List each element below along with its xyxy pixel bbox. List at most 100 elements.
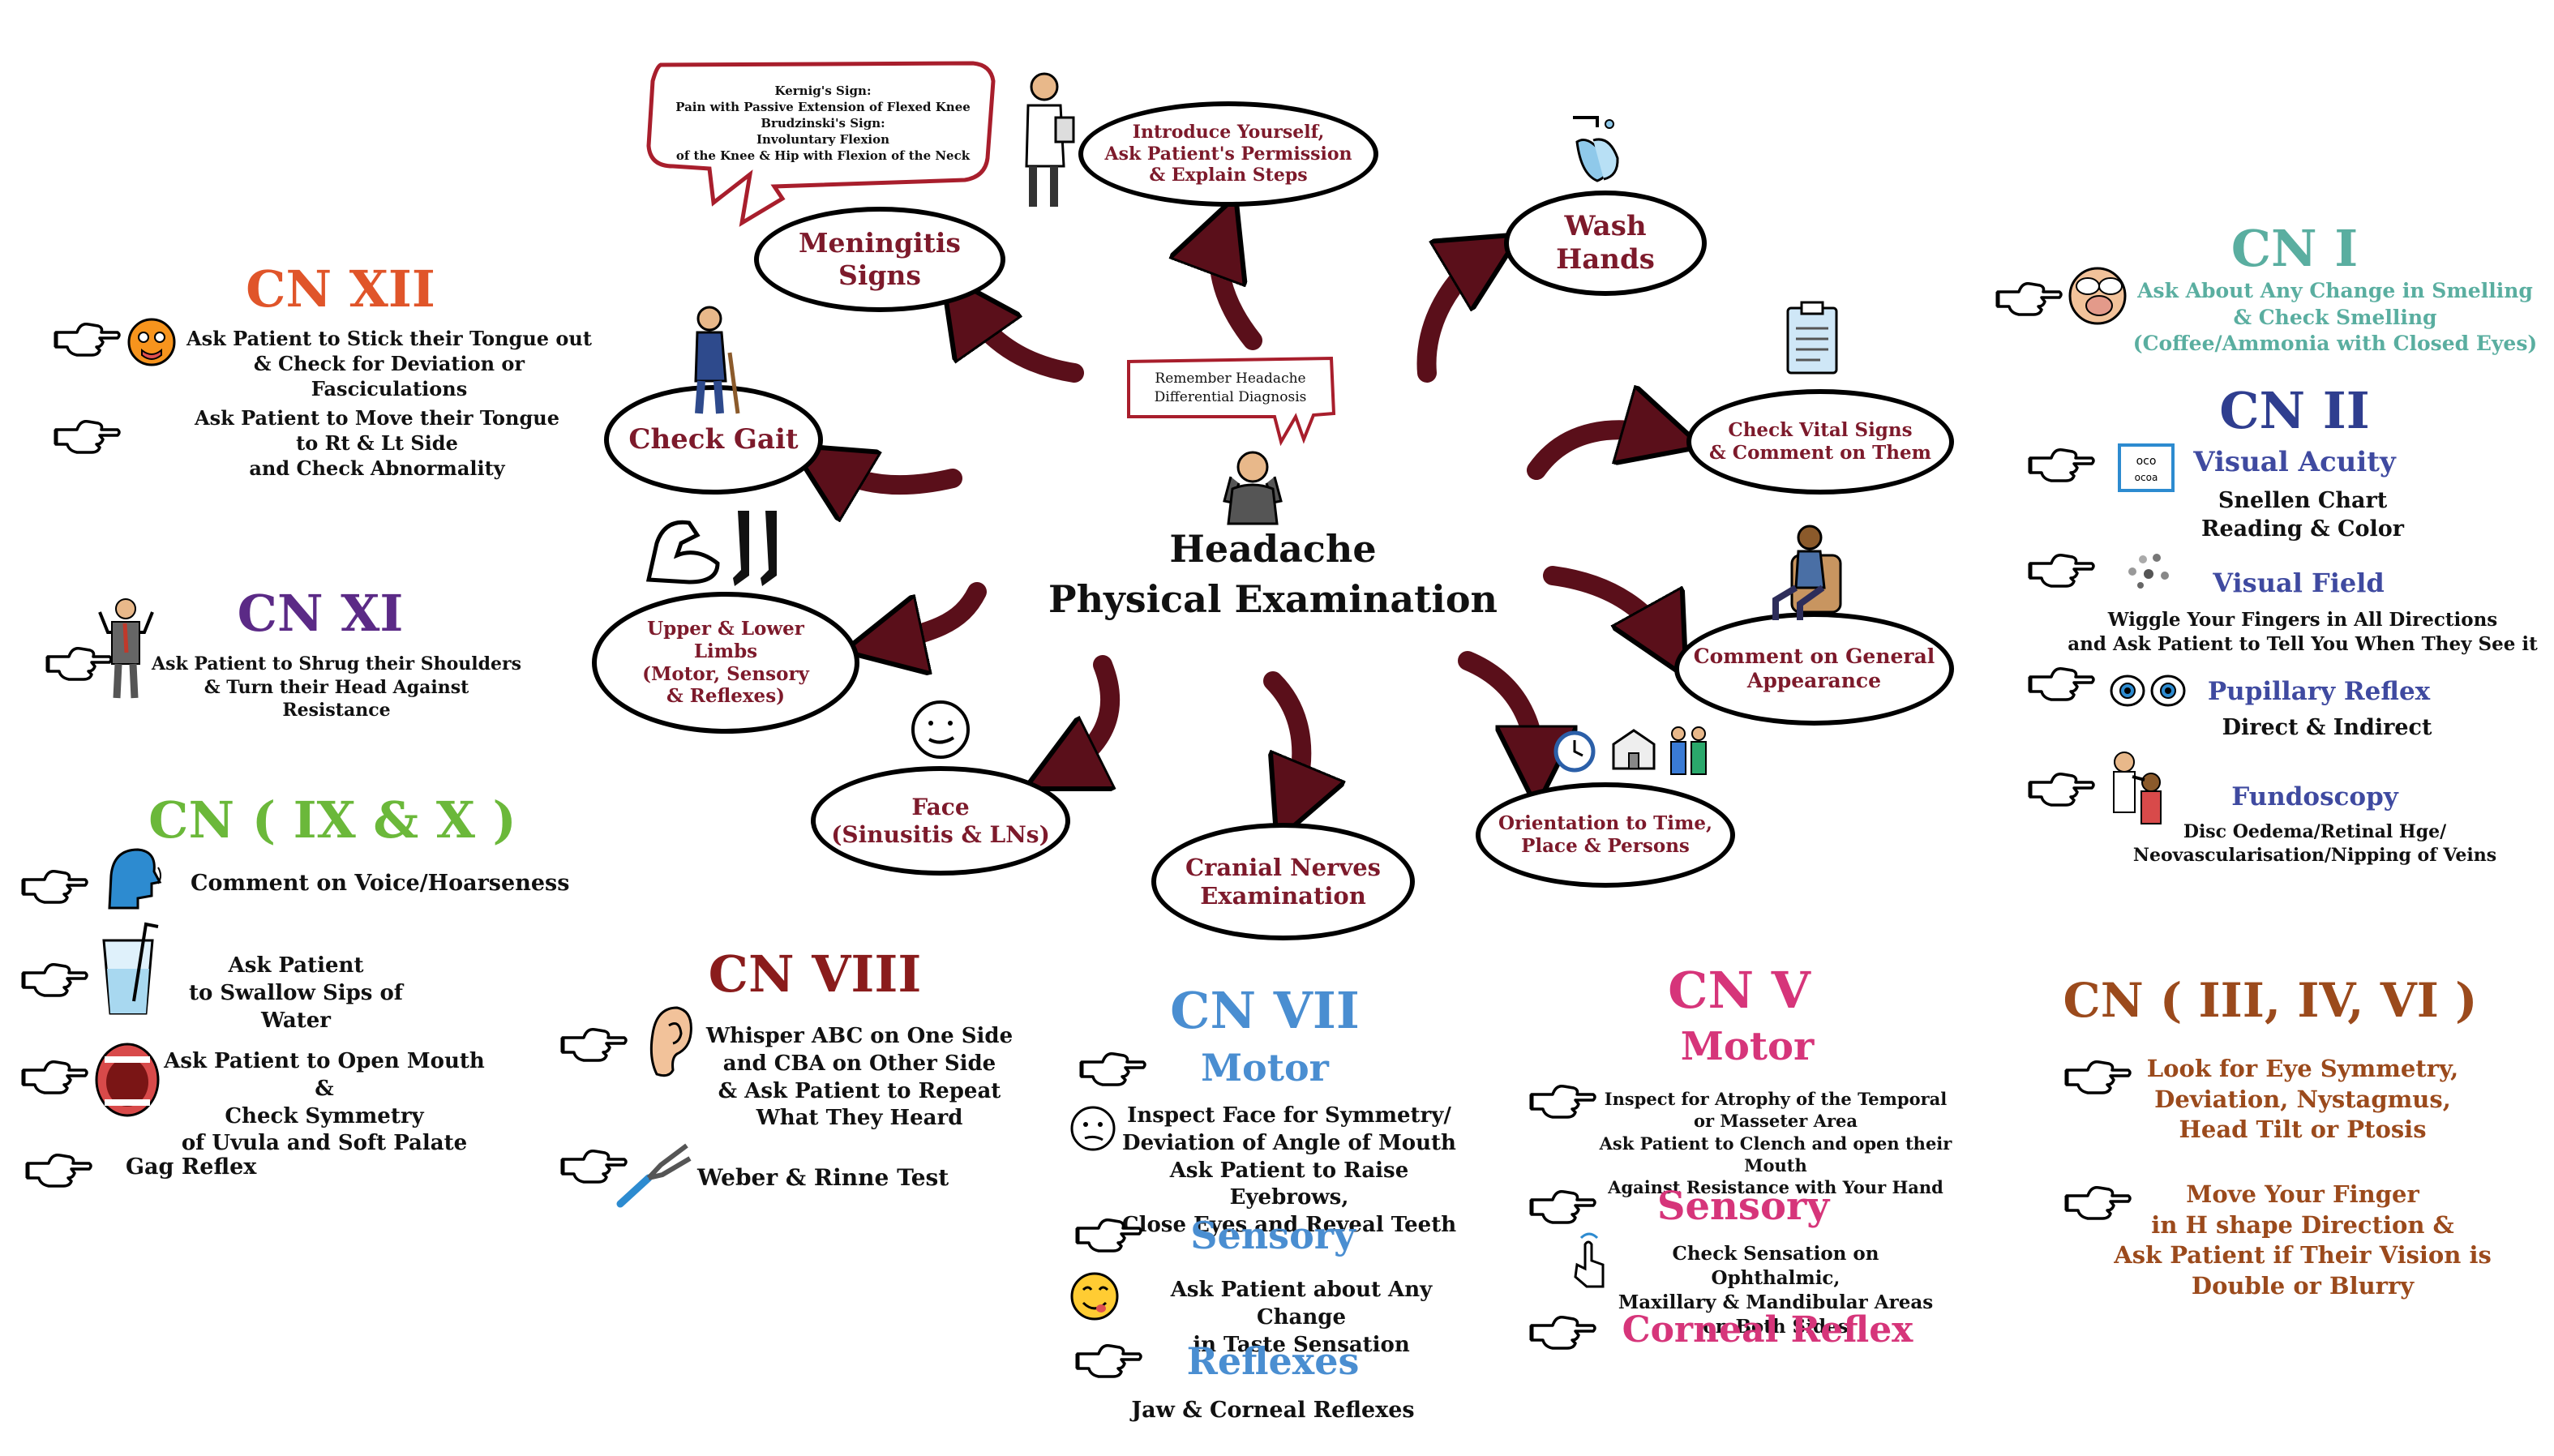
cn7-sensory-text: Ask Patient about Any Change in Taste Se… (1170, 1278, 1433, 1357)
arrow-to-vitals (1527, 430, 1670, 480)
seated-person-icon (1768, 523, 1849, 624)
node-wash-line1: Wash (1564, 210, 1647, 243)
node-appearance-line2: Appearance (1746, 669, 1882, 692)
cn12-title: CN XII (246, 259, 435, 319)
tongue-face-icon (126, 316, 178, 369)
headache-person-icon (1216, 444, 1289, 525)
node-wash-line2: Hands (1556, 243, 1655, 276)
arrow-to-limbs (876, 582, 987, 644)
page-title-line2: Physical Examination (1048, 577, 1498, 621)
pointing-hand-icon (1528, 1184, 1596, 1224)
kernig-title: Kernig's Sign: (774, 84, 872, 98)
cn7-reflexes-text: Jaw & Corneal Reflexes (1131, 1398, 1415, 1423)
face-smiley-icon (908, 697, 973, 762)
cn9-10-item3: Ask Patient to Open Mouth & Check Symmet… (164, 1049, 485, 1156)
cn12-item2: Ask Patient to Move their Tongue to Rt &… (194, 406, 559, 481)
cn1-title: CN I (2230, 219, 2359, 278)
cn2-vf-text: Wiggle Your Fingers in All Directions an… (2068, 609, 2538, 655)
cn1-item1: Ask About Any Change in Smelling & Check… (2132, 279, 2538, 355)
clipboard-icon (1784, 300, 1841, 377)
cn2-va-label: Visual Acuity (2193, 446, 2396, 478)
node-limbs[interactable]: Upper & Lower Limbs (Motor, Sensory & Re… (592, 592, 859, 734)
cn7-sensory-label: Sensory (1190, 1214, 1356, 1257)
cn7-motor-label: Motor (1201, 1046, 1329, 1090)
doctor-icon (1013, 69, 1078, 215)
cn8-title: CN VIII (708, 944, 922, 1004)
arrow-to-introduce (1219, 227, 1262, 350)
cn2-va-text: Snellen Chart Reading & Color (2201, 488, 2404, 542)
old-man-icon (681, 304, 746, 418)
cn9-10-item1: Comment on Voice/Hoarseness (191, 871, 570, 896)
fundoscopy-icon (2104, 746, 2169, 831)
node-appearance-line1: Comment on General (1693, 644, 1935, 668)
dots-icon (2120, 551, 2177, 592)
cn5-title: CN V (1668, 961, 1811, 1020)
neutral-face-icon (1069, 1104, 1117, 1153)
node-introduce-line1: Introduce Yourself, (1132, 122, 1325, 143)
differential-note: Remember Headache Differential Diagnosis (1154, 370, 1307, 405)
pointing-hand-icon (1078, 1046, 1146, 1086)
pointing-hand-icon (24, 1147, 92, 1188)
brudzinski-text2: of the Knee & Hip with Flexion of the Ne… (675, 148, 971, 163)
node-limbs-line4: & Reflexes) (666, 685, 786, 708)
building-icon (1609, 724, 1658, 773)
node-orientation[interactable]: Orientation to Time, Place & Persons (1476, 782, 1735, 888)
cn5-sensory-label: Sensory (1656, 1184, 1830, 1229)
node-meningitis-line1: Meningitis (798, 227, 961, 259)
node-vital-signs[interactable]: Check Vital Signs & Comment on Them (1686, 389, 1954, 495)
node-cranial-line1: Cranial Nerves (1185, 853, 1382, 881)
pointing-hand-icon (20, 863, 88, 904)
pointing-hand-icon (2063, 1180, 2132, 1220)
wash-hands-icon (1565, 109, 1630, 186)
pointing-hand-icon (2027, 547, 2095, 588)
cn12-item1: Ask Patient to Stick their Tongue out & … (186, 327, 592, 401)
pointing-hand-icon (20, 957, 88, 997)
cn9-10-item2: Ask Patient to Swallow Sips of Water (189, 953, 403, 1033)
kernig-text: Pain with Passive Extension of Flexed Kn… (675, 100, 971, 114)
cn2-title: CN II (2219, 381, 2370, 440)
node-gait-line1: Check Gait (628, 423, 799, 456)
arrow-to-meningitis (961, 300, 1084, 383)
cn5-motor-label: Motor (1680, 1024, 1815, 1069)
legs-icon (730, 507, 791, 592)
cn2-fundo-label: Fundoscopy (2231, 782, 2398, 812)
pointing-hand-icon (1528, 1309, 1596, 1350)
node-cranial-line2: Examination (1200, 881, 1366, 910)
node-check-gait[interactable]: Check Gait (604, 385, 823, 495)
node-general-appearance[interactable]: Comment on General Appearance (1674, 612, 1954, 726)
speaking-head-icon (101, 843, 166, 912)
node-wash-hands[interactable]: Wash Hands (1504, 191, 1707, 296)
water-glass-icon (97, 920, 162, 1017)
pointing-hand-icon (45, 640, 113, 681)
svg-text:ocoa: ocoa (2135, 472, 2158, 483)
node-limbs-line2: Limbs (693, 640, 758, 662)
node-meningitis-line2: Signs (838, 259, 921, 291)
cn8-item1: Whisper ABC on One Side and CBA on Other… (705, 1024, 1013, 1131)
open-mouth-icon (93, 1042, 162, 1119)
node-orientation-line1: Orientation to Time, (1498, 812, 1712, 835)
pointing-hand-icon (2063, 1054, 2132, 1094)
node-meningitis[interactable]: Meningitis Signs (754, 207, 1005, 312)
ear-icon (641, 1001, 697, 1082)
arrow-to-gait (819, 462, 962, 485)
arrow-to-face (1054, 655, 1121, 774)
brudzinski-text1: Involuntary Flexion (756, 132, 890, 147)
touch-finger-icon (1569, 1228, 1609, 1289)
arrow-to-appearance (1543, 566, 1670, 649)
arrow-to-cranial (1263, 671, 1301, 811)
node-face[interactable]: Face (Sinusitis & LNs) (811, 766, 1070, 876)
node-introduce[interactable]: Introduce Yourself, Ask Patient's Permis… (1078, 101, 1378, 207)
node-introduce-line3: & Explain Steps (1149, 165, 1308, 186)
pointing-hand-icon (1995, 276, 2063, 316)
node-cranial-nerves[interactable]: Cranial Nerves Examination (1151, 823, 1415, 940)
shrug-man-icon (96, 596, 156, 701)
cn9-10-title: CN ( IX & X ) (148, 790, 516, 850)
cn7-motor-text: Inspect Face for Symmetry/ Deviation of … (1121, 1103, 1457, 1238)
note-speech-bubble (1127, 356, 1336, 447)
pointing-hand-icon (53, 413, 121, 454)
meningitis-speech-bubble (646, 61, 996, 227)
node-limbs-line3: (Motor, Sensory (642, 662, 809, 685)
node-face-line1: Face (911, 793, 970, 820)
people-icon (1666, 724, 1711, 777)
